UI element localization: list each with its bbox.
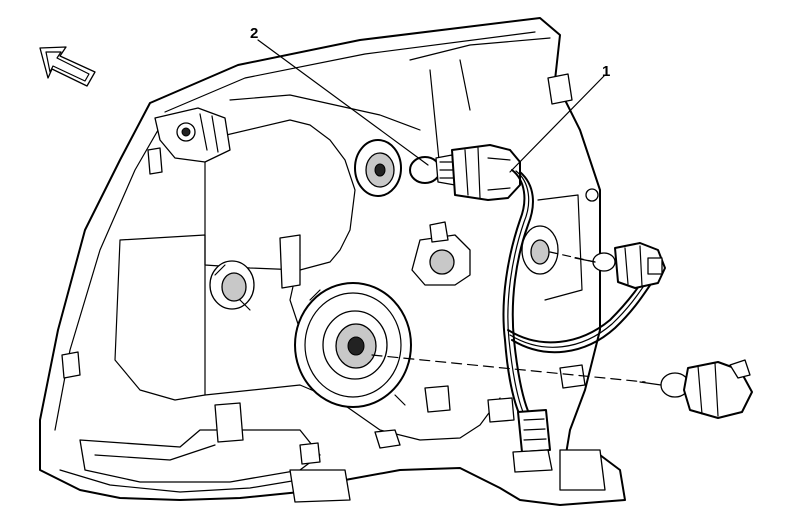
leader-line-2 <box>257 39 429 166</box>
forward-arrow-icon <box>39 46 96 87</box>
callout-1: 1 <box>602 63 610 80</box>
park-lamp-socket <box>614 242 666 289</box>
headlamp-bulb <box>409 154 456 186</box>
mounting-bracket <box>147 107 231 175</box>
turn-bulb-leader <box>371 354 646 383</box>
left-adjuster <box>209 260 255 311</box>
leader-line-1 <box>509 75 605 173</box>
headlamp-bulb-socket-opening <box>354 139 402 197</box>
fastener-clips <box>61 73 599 465</box>
turn-signal-socket <box>683 359 753 419</box>
turn-signal-socket-opening <box>294 282 412 408</box>
callout-2: 2 <box>250 25 258 42</box>
harness-connector <box>512 409 553 473</box>
turn-signal-bulb <box>639 372 690 398</box>
housing-rear-panel <box>114 37 551 441</box>
leader-lines <box>257 39 646 383</box>
headlamp-bulb-socket <box>451 144 521 201</box>
park-lamp-opening <box>521 194 583 301</box>
park-bulb-leader <box>549 251 596 263</box>
mid-connector <box>411 221 471 286</box>
wiring-harness <box>502 169 656 426</box>
